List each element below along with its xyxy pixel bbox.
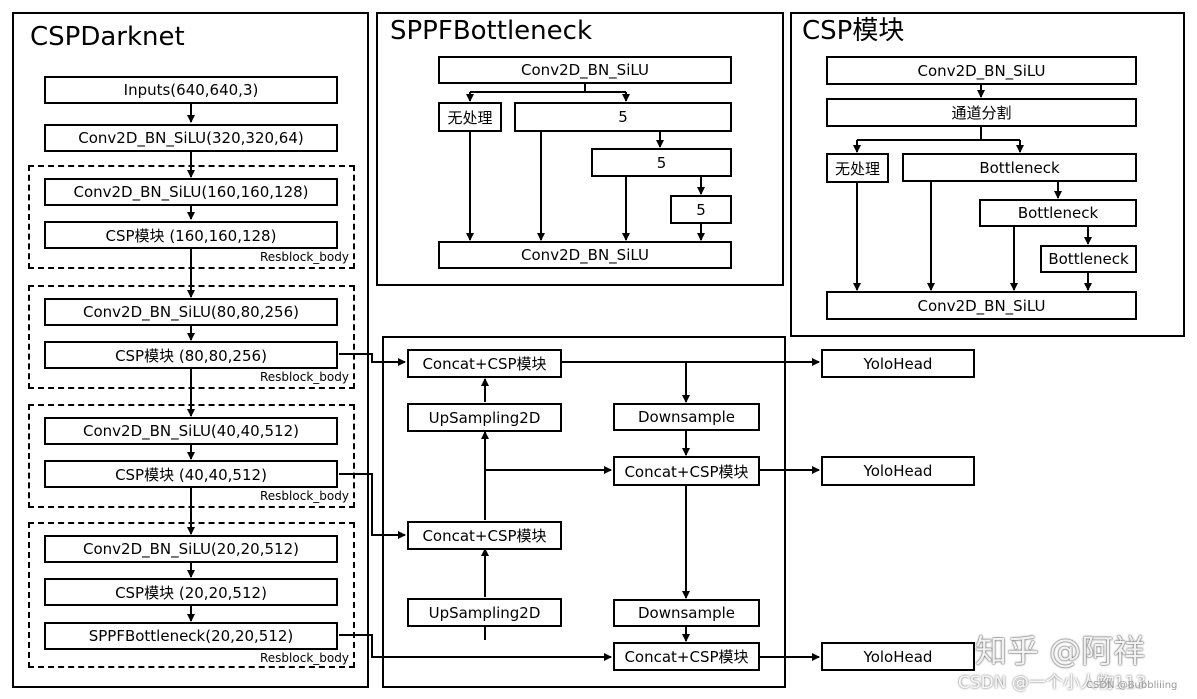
resblock-label-2: Resblock_body: [260, 370, 349, 384]
concat-csp-right-mid-box: Concat+CSP模块: [613, 456, 760, 486]
yolohead-1-box: YoloHead: [821, 349, 975, 378]
upsampling-top-box: UpSampling2D: [407, 403, 562, 432]
sppf-pool-3-box: 5: [670, 195, 732, 224]
sppf-conv-top-box: Conv2D_BN_SiLU: [438, 56, 732, 84]
conv-160-box: Conv2D_BN_SiLU(160,160,128): [44, 178, 338, 206]
csp-bottleneck-3-box: Bottleneck: [1040, 245, 1137, 273]
resblock-label-4: Resblock_body: [260, 651, 349, 665]
conv-20-box: Conv2D_BN_SiLU(20,20,512): [44, 535, 338, 563]
csp-160-box: CSP模块 (160,160,128): [44, 221, 338, 249]
csp-conv-bottom-box: Conv2D_BN_SiLU: [826, 291, 1137, 320]
resblock-label-1: Resblock_body: [260, 250, 349, 264]
conv-320-box: Conv2D_BN_SiLU(320,320,64): [44, 124, 338, 152]
csp-80-box: CSP模块 (80,80,256): [44, 341, 338, 369]
inputs-box: Inputs(640,640,3): [44, 76, 338, 104]
conv-40-box: Conv2D_BN_SiLU(40,40,512): [44, 417, 338, 445]
sppf-pool-2-box: 5: [591, 148, 732, 177]
csp-bottleneck-1-box: Bottleneck: [902, 153, 1137, 182]
sppf-pool-1-box: 5: [514, 102, 732, 132]
sppf-20-box: SPPFBottleneck(20,20,512): [44, 622, 338, 650]
downsample-top-box: Downsample: [613, 403, 760, 431]
csp-40-box: CSP模块 (40,40,512): [44, 460, 338, 488]
zhihu-watermark: 知乎 @阿祥: [975, 632, 1146, 670]
sppf-title: SPPFBottleneck: [390, 16, 592, 46]
csp-module-title: CSP模块: [802, 16, 905, 46]
sppf-conv-bottom-box: Conv2D_BN_SiLU: [438, 241, 732, 269]
neck-panel: [382, 336, 786, 688]
conv-80-box: Conv2D_BN_SiLU(80,80,256): [44, 298, 338, 326]
resblock-label-3: Resblock_body: [260, 489, 349, 503]
yolohead-2-box: YoloHead: [821, 456, 975, 486]
concat-csp-right-bottom-box: Concat+CSP模块: [613, 642, 760, 671]
downsample-bottom-box: Downsample: [613, 599, 760, 627]
csp-passthrough-box: 无处理: [826, 153, 889, 183]
csp-darknet-title: CSPDarknet: [30, 22, 185, 52]
csp-conv-top-box: Conv2D_BN_SiLU: [826, 56, 1137, 85]
concat-csp-mid-box: Concat+CSP模块: [407, 521, 562, 550]
csdn-small-watermark: CSDN @Bubbliiing: [1086, 680, 1178, 691]
csdn-watermark: CSDN @一个小人物113: [958, 673, 1147, 693]
csp-20-box: CSP模块 (20,20,512): [44, 578, 338, 606]
concat-csp-top-box: Concat+CSP模块: [407, 349, 562, 378]
yolohead-3-box: YoloHead: [821, 642, 975, 671]
csp-split-box: 通道分割: [826, 98, 1137, 127]
csp-bottleneck-2-box: Bottleneck: [979, 199, 1137, 227]
upsampling-bottom-box: UpSampling2D: [407, 598, 562, 627]
sppf-passthrough-box: 无处理: [438, 102, 502, 132]
